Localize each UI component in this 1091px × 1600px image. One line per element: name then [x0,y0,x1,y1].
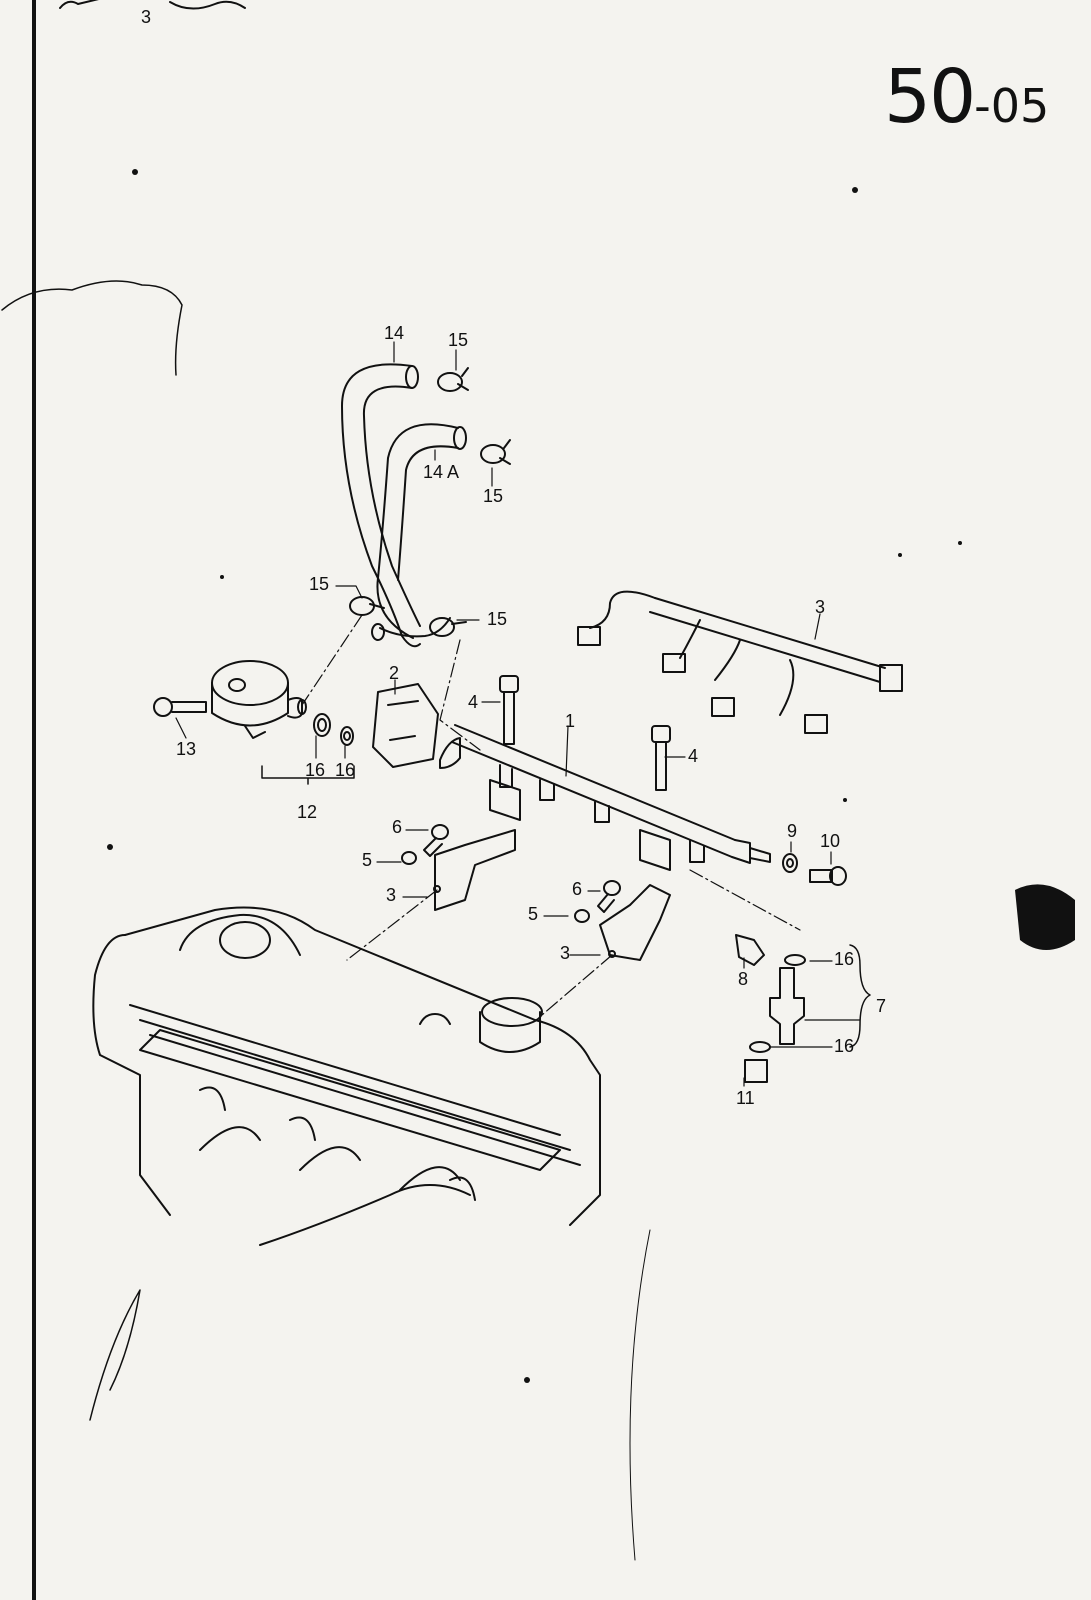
page-number-main: 50 [884,54,976,140]
callout-seal-16-a: 16 [305,760,326,780]
bracket-3-right [599,884,671,961]
wiring-harness [577,590,903,734]
callout-oring-16-top: 16 [834,949,855,969]
page-number-suffix: -05 [974,79,1050,133]
washer-9 [782,853,798,873]
engine-cylinder-head [92,906,601,1246]
bolt-6-left [423,824,449,857]
oring-16-top [784,954,806,966]
washer-5-right [574,909,590,923]
callout-top-left-3: 3 [141,7,152,27]
clamp-15-mid [480,439,511,465]
bolt-4-left [499,675,519,745]
callout-injector-7: 7 [876,996,887,1016]
callout-hose-14: 14 [384,323,405,343]
injector-7 [769,967,805,1045]
callout-bolt-10: 10 [820,831,841,851]
leader-lines [301,614,801,1016]
callout-bracket-3-left: 3 [386,885,397,905]
bracket-3-left [433,829,516,911]
fuel-rail [439,724,771,871]
bracket-2 [372,683,439,768]
edge-blot [1015,884,1075,950]
callout-clamp-15-right: 15 [487,609,508,629]
margin-mark [89,1289,141,1421]
margin-mark [629,1229,651,1561]
callout-washer-9: 9 [787,821,798,841]
pressure-regulator [211,660,307,739]
insert-11 [744,1059,768,1083]
callout-bolt-4-right: 4 [688,746,699,766]
bolt-4-right [651,725,671,791]
clamp-15-top [437,367,469,392]
group-12-bracket [261,765,355,785]
callout-screw-13: 13 [176,739,197,759]
callout-oring-16-bottom: 16 [834,1036,855,1056]
bolt-6-right [597,880,621,913]
injector-group-brace [849,944,871,1048]
seal-16-a [313,713,331,737]
callout-washer-5-right: 5 [528,904,539,924]
callout-leaders [175,341,861,1087]
callout-bracket-2: 2 [389,663,400,683]
washer-5-left [401,851,417,865]
callout-clamp-15-left: 15 [309,574,330,594]
seal-16-b [340,726,354,746]
top-fragment [59,0,246,10]
callout-insert-11: 11 [736,1088,755,1108]
hose-14 [341,363,421,648]
callout-group-12: 12 [297,802,318,822]
callout-clamp-15-top: 15 [448,330,469,350]
callout-bolt-6-left: 6 [392,817,403,837]
callout-rail-1: 1 [565,711,576,731]
callout-seal-16-b: 16 [335,760,356,780]
margin-mark [1,280,183,376]
hose-14a [371,423,467,641]
callout-harness-3: 3 [815,597,826,617]
callout-bolt-4-left: 4 [468,692,479,712]
callout-clip-8: 8 [738,969,749,989]
oring-16-bottom [749,1041,771,1053]
callout-hose-14a: 14 A [423,462,460,482]
specks [107,169,962,1383]
bolt-10 [809,866,847,886]
clamp-15-right [429,617,467,637]
callout-washer-5-left: 5 [362,850,373,870]
screw-13 [153,697,207,717]
callout-clamp-15-mid: 15 [483,486,504,506]
callout-bolt-6-right: 6 [572,879,583,899]
callout-bracket-3-right: 3 [560,943,571,963]
page-number: 50-05 [884,60,1049,134]
clip-8 [735,934,765,966]
